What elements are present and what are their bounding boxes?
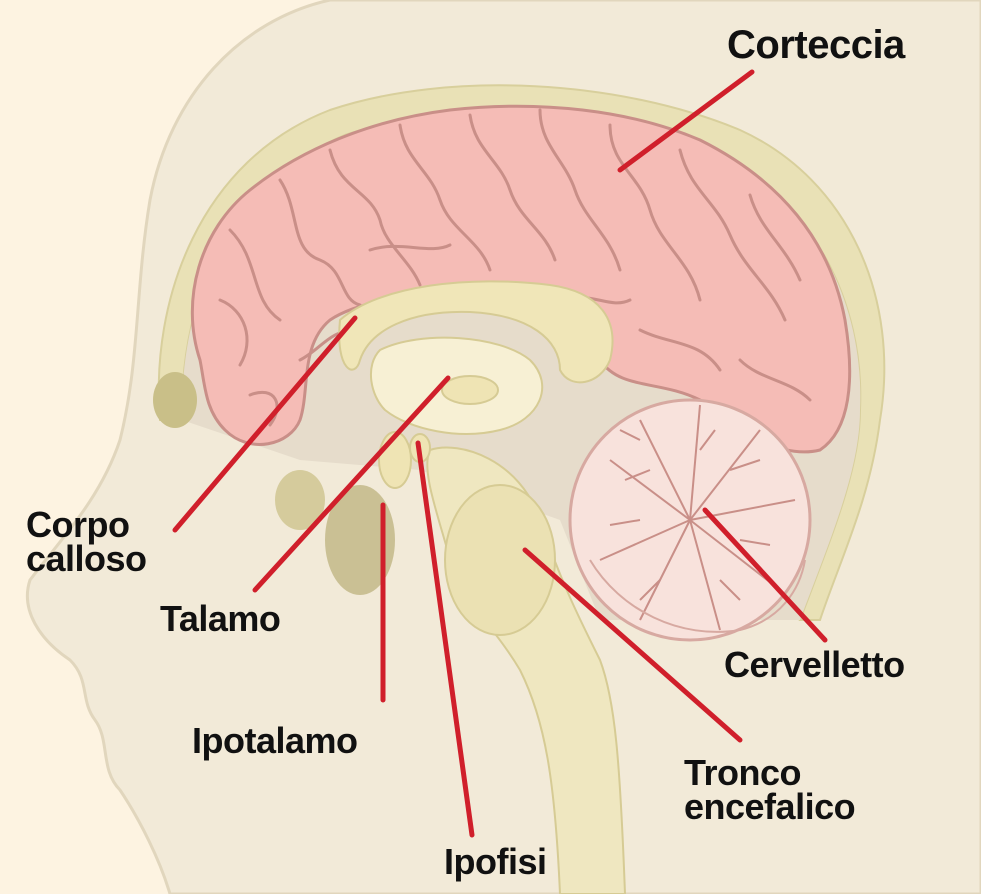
cortex-label: Corteccia <box>727 26 905 64</box>
thalamus-core <box>442 376 498 404</box>
thalamus-label: Talamo <box>160 602 280 636</box>
frontal-sinus <box>153 372 197 428</box>
corpus-callosum-label: Corpo calloso <box>26 508 147 576</box>
cerebellum-label: Cervelletto <box>724 648 905 682</box>
hypothalamus-label: Ipotalamo <box>192 724 358 758</box>
hypothalamus-structure <box>379 432 411 488</box>
cerebellum <box>570 400 810 640</box>
pituitary-label: Ipofisi <box>444 845 547 879</box>
brainstem-label: Tronco encefalico <box>684 756 855 824</box>
